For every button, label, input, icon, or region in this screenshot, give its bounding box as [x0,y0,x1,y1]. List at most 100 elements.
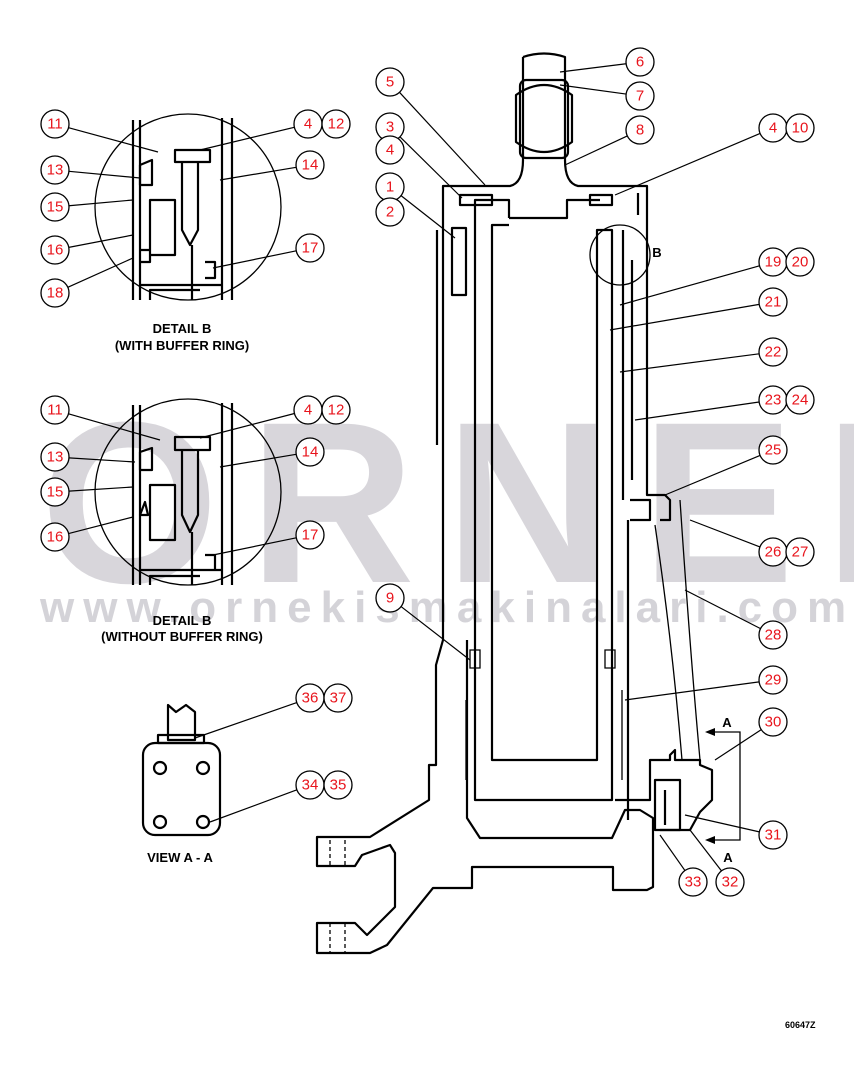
callout-number: 23 [765,392,782,409]
callout-number: 27 [792,544,809,561]
callout-number: 15 [47,199,64,216]
leader-line [564,135,628,166]
leader-line [664,454,761,496]
callout-circle [625,115,655,145]
callout-31: 31 [684,814,788,850]
leader-line [399,136,463,199]
leader-line [68,170,141,179]
leader-line [689,519,761,548]
callout-18: 18 [40,257,134,308]
leader-line [68,413,161,441]
leader-line [68,199,134,207]
callout-6: 6 [559,47,655,77]
callout-number: 31 [765,827,782,844]
callout-circle [625,81,655,111]
callout-circle [40,395,70,425]
detail-subtitle: (WITH BUFFER RING) [115,338,249,353]
callout-circle [785,247,815,277]
callout-number: 2 [386,204,394,221]
detail-title: DETAIL B [153,321,212,336]
leader-line [614,132,761,196]
view-title: VIEW A - A [147,850,213,865]
callout-circle [758,337,788,367]
callout-circle [785,113,815,143]
callout-number: 14 [302,157,319,174]
callout-21: 21 [609,287,788,331]
leader-line [689,829,722,872]
callout-circle [40,235,70,265]
callout-7: 7 [559,81,655,111]
leader-line [68,457,136,463]
callout-number: 4 [769,120,777,137]
section-mark-a-top: A [722,715,732,730]
callout-circle [758,665,788,695]
callout-circle [758,287,788,317]
leader-line [619,265,760,306]
view-a-a: VIEW A - A [141,703,222,865]
watermark: ORNEK www.ornekismakinalari.com.tr [39,374,854,632]
leader-line [399,91,486,186]
callout-number: 33 [685,874,702,891]
callout-number: 28 [765,627,782,644]
callout-11: 11 [40,109,159,153]
callout-number: 4 [304,402,312,419]
callout-number: 22 [765,344,782,361]
callout-number: 3 [386,119,394,136]
callout-15: 15 [40,192,134,222]
callout-circle [758,620,788,650]
callout-number: 5 [386,74,394,91]
callout-number: 34 [302,777,319,794]
callout-number: 13 [47,449,64,466]
leader-line [68,516,134,535]
callout-27: 27 [785,537,815,567]
callout-circle [375,135,405,165]
callout-number: 12 [328,402,345,419]
callout-circle [40,278,70,308]
callout-13: 13 [40,442,136,472]
callout-circle [375,583,405,613]
callout-26: 26 [689,519,788,567]
callout-number: 24 [792,392,809,409]
leader-line [212,250,297,269]
callout-13: 13 [40,155,141,185]
callout-9: 9 [375,583,471,661]
leader-line [559,63,627,73]
callout-8: 8 [564,115,655,166]
detail-b-without-buffer-ring: DETAIL B (WITHOUT BUFFER RING) [94,398,282,644]
leader-line [68,234,134,248]
leader-line [219,166,297,181]
leader-line [219,453,297,468]
callout-number: 30 [765,714,782,731]
callout-circle [40,477,70,507]
callout-4: 4 [614,113,788,196]
callout-number: 7 [636,88,644,105]
callout-34: 34 [209,770,325,823]
callout-circle [758,707,788,737]
callout-number: 17 [302,527,319,544]
callout-circle [295,233,325,263]
callout-number: 6 [636,54,644,71]
callout-circle [40,109,70,139]
callout-number: 14 [302,444,319,461]
callout-number: 9 [386,590,394,607]
callout-17: 17 [212,520,325,556]
leader-line [400,195,456,239]
drawing-code: 60647Z [785,1020,816,1030]
callout-number: 4 [304,116,312,133]
callout-32: 32 [689,829,745,897]
callout-29: 29 [624,665,788,701]
detail-subtitle: (WITHOUT BUFFER RING) [101,629,263,644]
callout-circle [321,395,351,425]
callout-36: 36 [194,683,325,739]
callout-1: 1 [375,172,456,239]
callout-14: 14 [219,150,325,181]
callout-number: 18 [47,285,64,302]
callout-number: 32 [722,874,739,891]
callout-number: 15 [47,484,64,501]
leader-line [559,84,627,95]
callout-number: 16 [47,242,64,259]
callout-22: 22 [619,337,788,373]
callout-5: 5 [375,67,486,186]
callout-circle [40,155,70,185]
callout-17: 17 [212,233,325,269]
